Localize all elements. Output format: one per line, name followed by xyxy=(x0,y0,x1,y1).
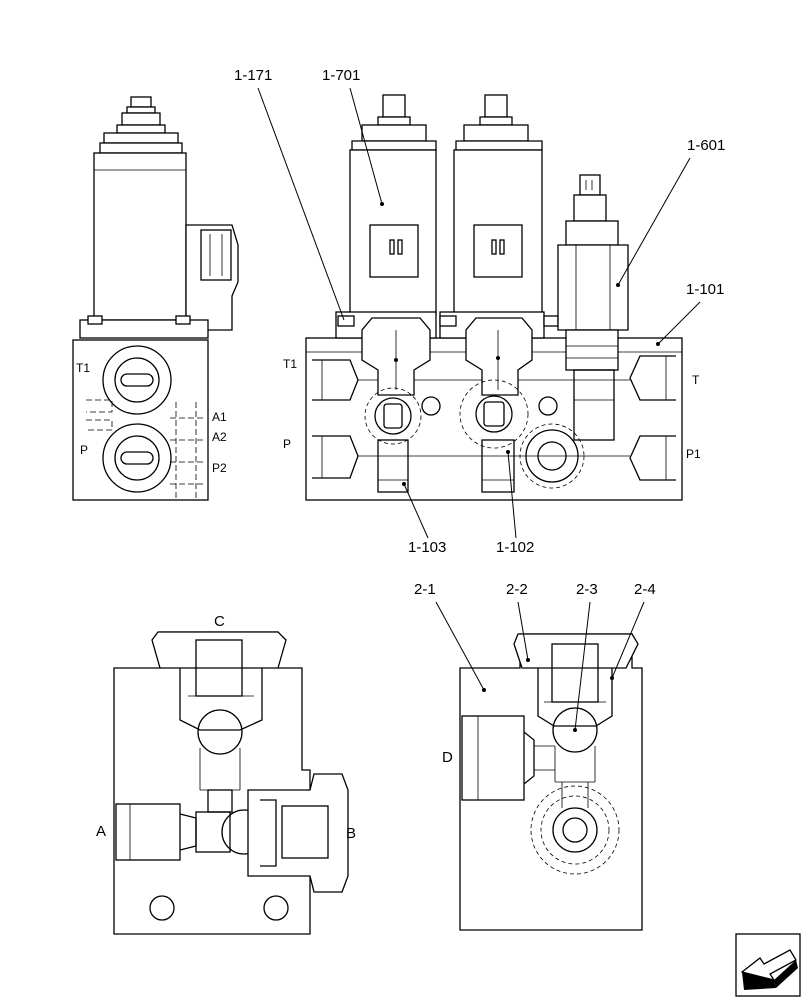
side-view: T1 P A1 A2 P2 xyxy=(72,96,239,501)
side-port-p2: P2 xyxy=(212,461,227,475)
callout-1-103: 1-103 xyxy=(408,539,446,556)
arrow-icon xyxy=(735,933,801,997)
top-callouts: 1-171 1-701 1-601 1-101 1-103 1-102 xyxy=(234,67,725,556)
section-view-2: D 2-1 2-2 2-3 2-4 xyxy=(414,581,656,931)
callout-1-101: 1-101 xyxy=(686,281,724,298)
section1-port-b: B xyxy=(346,825,356,842)
side-port-p: P xyxy=(80,443,88,457)
section1-port-a: A xyxy=(96,823,106,840)
side-port-a1: A1 xyxy=(212,410,227,424)
callout-1-601: 1-601 xyxy=(687,137,725,154)
front-port-p1: P1 xyxy=(686,447,701,461)
callout-1-171: 1-171 xyxy=(234,67,272,84)
callout-1-102: 1-102 xyxy=(496,539,534,556)
section1-port-c: C xyxy=(214,613,225,630)
side-port-a2: A2 xyxy=(212,430,227,444)
callout-2-2: 2-2 xyxy=(506,581,528,598)
callout-2-3: 2-3 xyxy=(576,581,598,598)
front-port-t: T xyxy=(692,373,700,387)
front-port-p: P xyxy=(283,437,291,451)
callout-2-4: 2-4 xyxy=(634,581,656,598)
callout-1-701: 1-701 xyxy=(322,67,360,84)
callout-2-1: 2-1 xyxy=(414,581,436,598)
front-view: T1 P T P1 xyxy=(283,94,701,501)
front-port-t1: T1 xyxy=(283,357,297,371)
section2-port-d: D xyxy=(442,749,453,766)
side-port-t1: T1 xyxy=(76,361,90,375)
section-view-1: C A B xyxy=(96,613,356,935)
